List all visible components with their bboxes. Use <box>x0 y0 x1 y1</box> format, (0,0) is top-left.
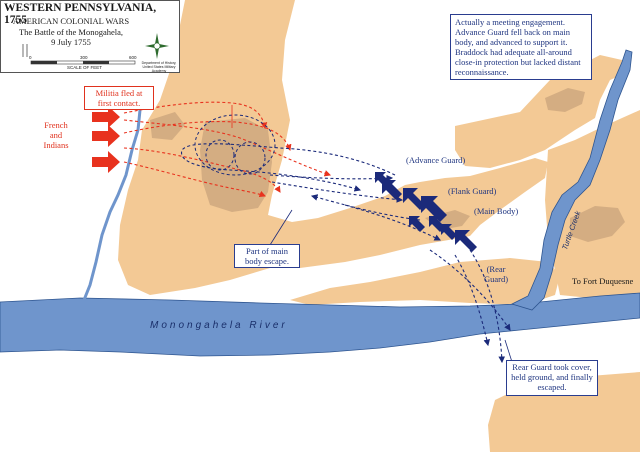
british-escape-path <box>310 194 421 221</box>
escape-pointer <box>269 209 293 246</box>
battle-name: The Battle of the Monogahela, <box>18 27 124 37</box>
ridge-southeast <box>545 110 640 302</box>
british-mainbody-path <box>344 204 441 241</box>
british-rear-escape-3 <box>469 249 506 364</box>
british-arrow-4 <box>421 196 447 222</box>
logo-text: Department of History, United States Mil… <box>141 61 177 73</box>
scale-tick-mid: 300 <box>80 55 88 60</box>
french-label-line3: Indians <box>43 140 69 150</box>
british-arrow-8 <box>455 230 477 252</box>
ridge-east <box>455 55 628 168</box>
rear-guard-label: (Rear Guard) <box>484 264 508 284</box>
scale-graphics <box>22 33 169 65</box>
escape-note: Part of main body escape. <box>234 244 300 268</box>
position-circle-1 <box>205 139 235 171</box>
battle-date: 9 July 1755 <box>51 37 91 47</box>
flank-guard-label: (Flank Guard) <box>448 186 497 196</box>
british-movement-lines <box>181 143 511 364</box>
hill-east <box>570 206 625 242</box>
advance-guard-label: (Advance Guard) <box>406 155 466 165</box>
position-circle-3 <box>194 114 276 176</box>
french-path-4 <box>123 161 267 198</box>
british-rear-escape-2 <box>454 254 490 347</box>
hill-northeast <box>545 88 585 112</box>
french-arrow-3 <box>92 151 120 173</box>
british-flank-path <box>271 181 404 203</box>
fort-duquesne-label: To Fort Duquesne <box>572 276 634 286</box>
position-circle-2 <box>234 141 266 175</box>
british-arrow-5 <box>409 216 425 232</box>
scale-caption: SCALE OF FEET <box>67 65 103 70</box>
map-title: WESTERN PENNSYLVANIA, 1755 <box>4 2 157 26</box>
rear-guard-label-line1: (Rear <box>486 264 506 274</box>
hill-ridge-top <box>150 112 185 140</box>
french-path-5 <box>123 119 332 177</box>
british-arrow-7 <box>441 224 457 240</box>
ridge-south <box>290 258 560 305</box>
militia-note: Militia fled at first contact. <box>84 86 154 110</box>
river-label: Monongahela River <box>150 320 288 331</box>
french-label-line2: and <box>49 130 63 140</box>
hill-positions <box>194 114 276 176</box>
french-path-2 <box>123 121 292 152</box>
rear-guard-label-line2: Guard) <box>484 274 509 284</box>
french-label-line1: French <box>44 120 68 130</box>
summary-note: Actually a meeting engagement. Advance G… <box>450 14 592 80</box>
turtle-creek <box>510 49 633 311</box>
map-series: AMERICAN COLONIAL WARS <box>12 16 130 26</box>
british-arrow-2 <box>382 180 402 200</box>
scale-tick-right: 600 <box>129 55 137 60</box>
british-arrow-3 <box>403 188 425 210</box>
british-rear-escape-1 <box>429 249 511 331</box>
rear-guard-pointer <box>504 339 513 363</box>
french-path-3 <box>123 147 281 193</box>
callout-pointers <box>269 209 513 363</box>
monongahela-river <box>0 292 640 357</box>
french-label: French and Indians <box>36 120 76 150</box>
french-attack-arrows <box>92 106 120 173</box>
british-advance-path <box>269 174 394 182</box>
scale-tick-left: 0 <box>29 55 32 60</box>
british-column-arrows <box>375 172 477 252</box>
french-arrow-1 <box>92 106 120 128</box>
main-body-label: (Main Body) <box>474 206 519 216</box>
french-arrow-2 <box>92 125 120 147</box>
title-box: WESTERN PENNSYLVANIA, 1755 AMERICAN COLO… <box>0 0 180 73</box>
rear-guard-note: Rear Guard took cover, held ground, and … <box>506 360 598 396</box>
stream-west <box>82 109 142 301</box>
